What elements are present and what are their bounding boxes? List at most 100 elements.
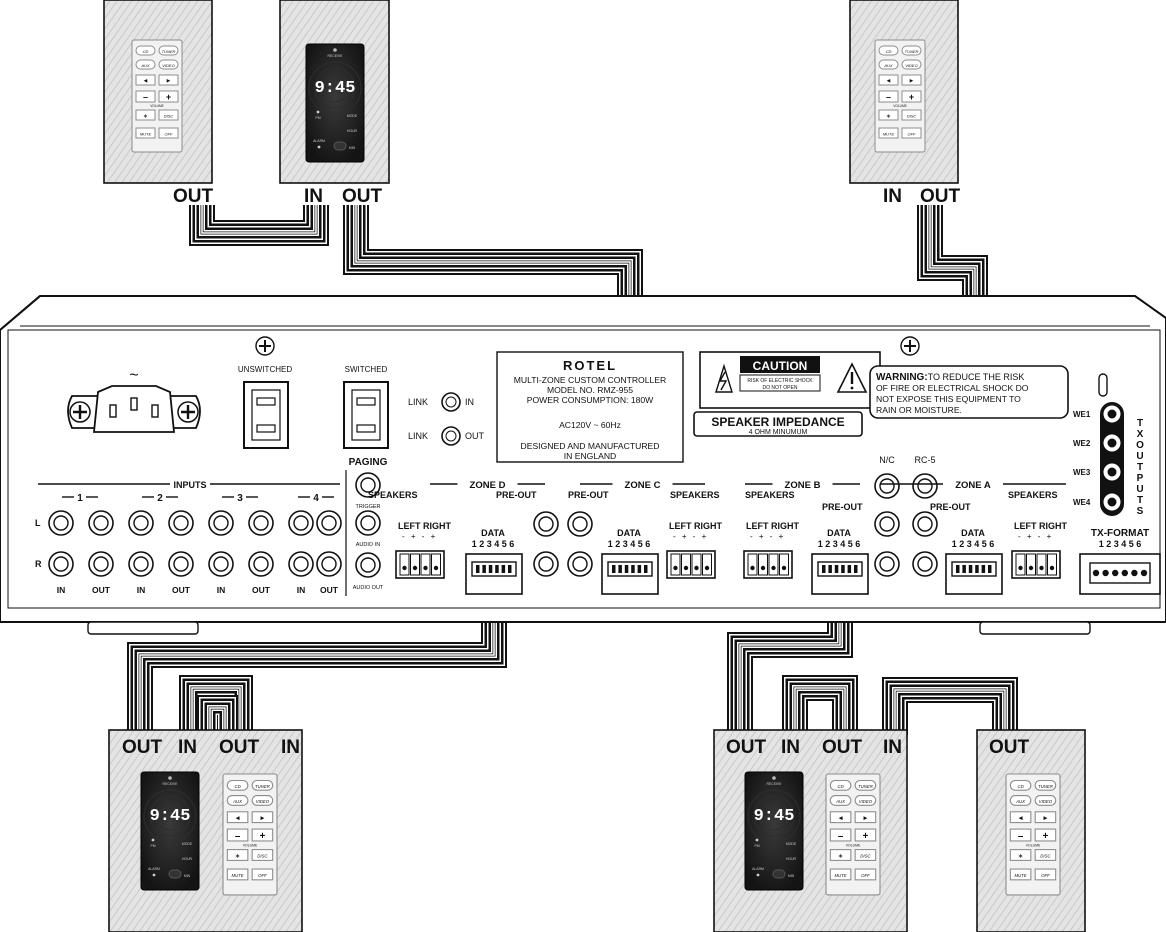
zone-c-preout-label: PRE-OUT [568,490,609,500]
br-out2-label: OUT [822,737,863,758]
screw-right [900,336,920,356]
zone-a-preout-label: PRE-OUT [930,502,971,512]
input-jack-r-2[interactable] [88,551,114,577]
br2-out-label: OUT [989,737,1030,758]
warning-line1: TO REDUCE THE RISK [928,372,1025,382]
zone-d-preout-l[interactable] [533,511,559,537]
rotel-line6: IN ENGLAND [564,451,617,461]
input-jack-r-3[interactable] [128,551,154,577]
input-jack-l-7[interactable] [288,510,314,536]
keypad-top-right[interactable] [874,39,926,153]
caution-line1: RISK OF ELECTRIC SHOCK [747,378,813,384]
input-io-label: IN [217,585,226,595]
display-bottom-right [744,771,804,891]
row-l-label: L [35,518,41,528]
link-in-jack[interactable]: LINK IN [408,392,474,412]
data-label: DATA [827,528,851,538]
audio-in-label: AUDIO IN [356,542,380,548]
input-jack-l-2[interactable] [88,510,114,536]
input-io-label: IN [137,585,146,595]
impedance-sub: 4 OHM MINUMUM [749,429,808,436]
zone-name: ZONE A [955,480,991,491]
speaker-terminal[interactable]: LEFT RIGHT- + - + [743,521,799,579]
data-pins: 1 2 3 4 5 6 [952,539,995,549]
polarity-label: - + - + [1018,532,1053,541]
zone-c-preout-r[interactable] [567,551,593,577]
tx-outputs-letter: U [1136,451,1143,462]
audio-in-jack[interactable] [355,510,381,536]
cable-br-to-last [882,677,1018,735]
nc-jack[interactable] [874,473,900,499]
zone-a-preout-l[interactable] [912,511,938,537]
tx-format-switch[interactable]: TX-FORMAT 1 2 3 4 5 6 [1079,528,1161,595]
input-jack-l-8[interactable] [316,510,342,536]
tx-outputs-letter: O [1136,440,1144,451]
keypad-bottom-left[interactable] [222,773,278,896]
tx-outputs-letter: T [1137,462,1143,473]
input-jack-r-6[interactable] [248,551,274,577]
zone-c-preout-l[interactable] [567,511,593,537]
input-jack-r-4[interactable] [168,551,194,577]
zone-d-preout-r[interactable] [533,551,559,577]
input-io-label: OUT [320,585,339,595]
rotel-plate: ROTEL MULTI-ZONE CUSTOM CONTROLLER MODEL… [496,351,684,463]
zone-header: ZONE C [580,480,705,491]
speaker-terminal[interactable]: LEFT RIGHT- + - + [1011,521,1067,579]
wall-keypad-top-right [849,0,959,184]
tx-outputs-letter: T [1137,495,1143,506]
impedance-title: SPEAKER IMPEDANCE [711,415,844,429]
zone-d-speakers-label: SPEAKERS [368,490,418,500]
rotel-brand: ROTEL [563,358,617,373]
zone-header: ZONE B [745,480,860,491]
keypad-bottom-right[interactable] [825,773,881,896]
tx-outputs-letter: U [1136,484,1143,495]
input-io-label: IN [57,585,66,595]
zone-b-speakers-label: SPEAKERS [745,490,795,500]
zone-header: ZONE D [430,480,545,491]
data-label: DATA [961,528,985,538]
input-jack-l-1[interactable] [48,510,74,536]
rotel-line1: MULTI-ZONE CUSTOM CONTROLLER [514,375,666,385]
input-jack-r-8[interactable] [316,551,342,577]
switched-label: SWITCHED [345,365,388,374]
input-jack-r-1[interactable] [48,551,74,577]
zone-a-preout-r[interactable] [912,551,938,577]
top2-out-label: OUT [342,186,383,207]
display-top [305,43,365,163]
audio-out-label: AUDIO OUT [353,585,384,591]
tx-format-label: TX-FORMAT [1091,528,1149,539]
cable-bl-loop-outer [179,675,253,735]
polarity-label: - + - + [750,532,785,541]
input-jack-l-6[interactable] [248,510,274,536]
caution-title: CAUTION [753,359,808,373]
zone-b-preout-l[interactable] [874,511,900,537]
left-right-label: LEFT RIGHT [669,521,722,531]
zone-b-preout-r[interactable] [874,551,900,577]
keypad-top-left[interactable] [131,39,183,153]
input-jack-r-7[interactable] [288,551,314,577]
zone-name: ZONE C [625,480,661,491]
tx-we-label: WE3 [1073,468,1091,477]
speaker-terminal[interactable]: LEFT RIGHT- + - + [666,521,722,579]
audio-out-jack[interactable] [355,552,381,578]
keypad-bottom-far-right[interactable] [1005,773,1061,896]
speaker-terminal[interactable]: LEFT RIGHT- + - + [395,521,451,579]
link-in-suffix: IN [465,397,474,407]
link-out-jack[interactable]: LINK OUT [408,426,485,446]
input-jack-l-5[interactable] [208,510,234,536]
input-jack-l-4[interactable] [168,510,194,536]
left-right-label: LEFT RIGHT [398,521,451,531]
input-jack-l-3[interactable] [128,510,154,536]
input-jack-r-5[interactable] [208,551,234,577]
tx-format-pins: 1 2 3 4 5 6 [1099,539,1142,549]
tx-outputs-letter: S [1137,506,1144,517]
data-label: DATA [481,528,505,538]
display-bottom-left [140,771,200,891]
rc5-jack[interactable] [912,473,938,499]
link-out-suffix: OUT [465,431,485,441]
